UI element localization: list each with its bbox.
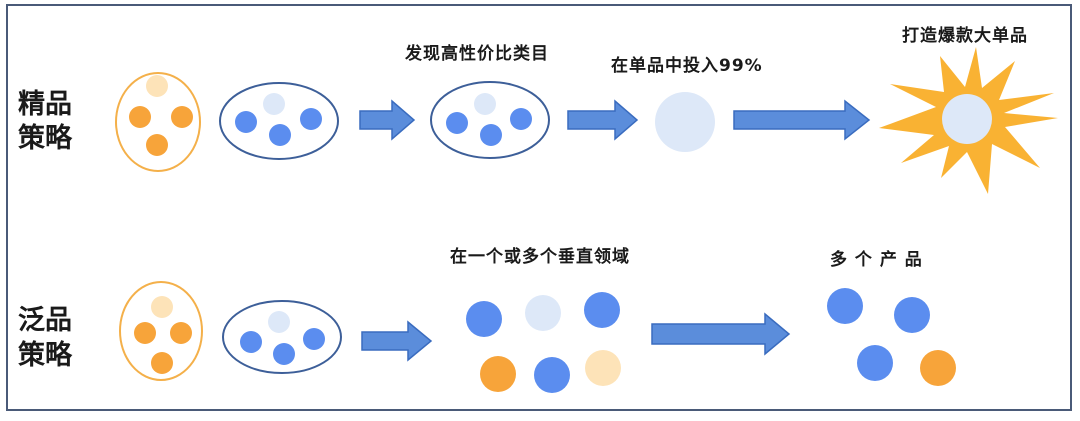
premium-strategy-title-line1: 精品: [18, 89, 72, 120]
orange-dot: [171, 106, 193, 128]
circle-icon: [942, 94, 992, 144]
blue-ellipse-icon: [430, 81, 550, 159]
blue-dot: [446, 112, 468, 134]
orange-ellipse-icon: [115, 72, 201, 172]
premium-strategy-title-line2: 策略: [18, 123, 72, 154]
blue-dot: [273, 343, 295, 365]
right-arrow-icon: [359, 99, 416, 141]
premium-blue-group: [219, 82, 339, 160]
blue-dot: [303, 328, 325, 350]
right-arrow-icon: [651, 312, 791, 356]
blue-dot: [235, 111, 257, 133]
light-blue-dot: [268, 311, 290, 333]
light-orange-dot: [585, 350, 621, 386]
general-strategy-title-line2: 策略: [18, 340, 72, 371]
light-blue-dot: [263, 93, 285, 115]
step-label-high-value-category: 发现高性价比类目: [405, 44, 549, 64]
orange-dot: [129, 106, 151, 128]
blue-dot: [534, 357, 570, 393]
blue-dot: [466, 301, 502, 337]
premium-category-group: [430, 81, 550, 159]
blue-dot: [269, 124, 291, 146]
orange-dot: [480, 356, 516, 392]
step-label-invest-single-product: 在单品中投入99%: [611, 56, 763, 76]
general-source-group: [119, 281, 203, 381]
blue-dot: [480, 124, 502, 146]
step-label-vertical-domains: 在一个或多个垂直领域: [450, 247, 630, 267]
light-blue-dot: [525, 295, 561, 331]
step-label-multiple-products: 多 个 产 品: [830, 250, 923, 270]
blue-dot: [584, 292, 620, 328]
orange-dot: [146, 134, 168, 156]
light-orange-dot: [146, 75, 168, 97]
general-blue-group: [222, 300, 342, 374]
blue-dot: [857, 345, 893, 381]
premium-source-group: [115, 72, 201, 172]
orange-dot: [920, 350, 956, 386]
orange-dot: [170, 322, 192, 344]
right-arrow-icon: [567, 99, 639, 141]
blue-dot: [300, 108, 322, 130]
blue-dot: [894, 297, 930, 333]
orange-ellipse-icon: [119, 281, 203, 381]
multiple-products-dots: [827, 288, 956, 386]
right-arrow-icon: [733, 99, 871, 141]
light-orange-dot: [151, 296, 173, 318]
general-strategy-title-line1: 泛品: [18, 305, 72, 336]
step-label-hit-product: 打造爆款大单品: [902, 26, 1028, 46]
right-arrow-icon: [361, 320, 433, 362]
vertical-domain-dots: [466, 292, 621, 393]
circle-icon: [655, 92, 715, 152]
orange-dot: [151, 352, 173, 374]
light-blue-dot: [474, 93, 496, 115]
blue-dot: [827, 288, 863, 324]
orange-dot: [134, 322, 156, 344]
blue-dot: [510, 108, 532, 130]
blue-dot: [240, 331, 262, 353]
blue-ellipse-icon: [219, 82, 339, 160]
blue-ellipse-icon: [222, 300, 342, 374]
